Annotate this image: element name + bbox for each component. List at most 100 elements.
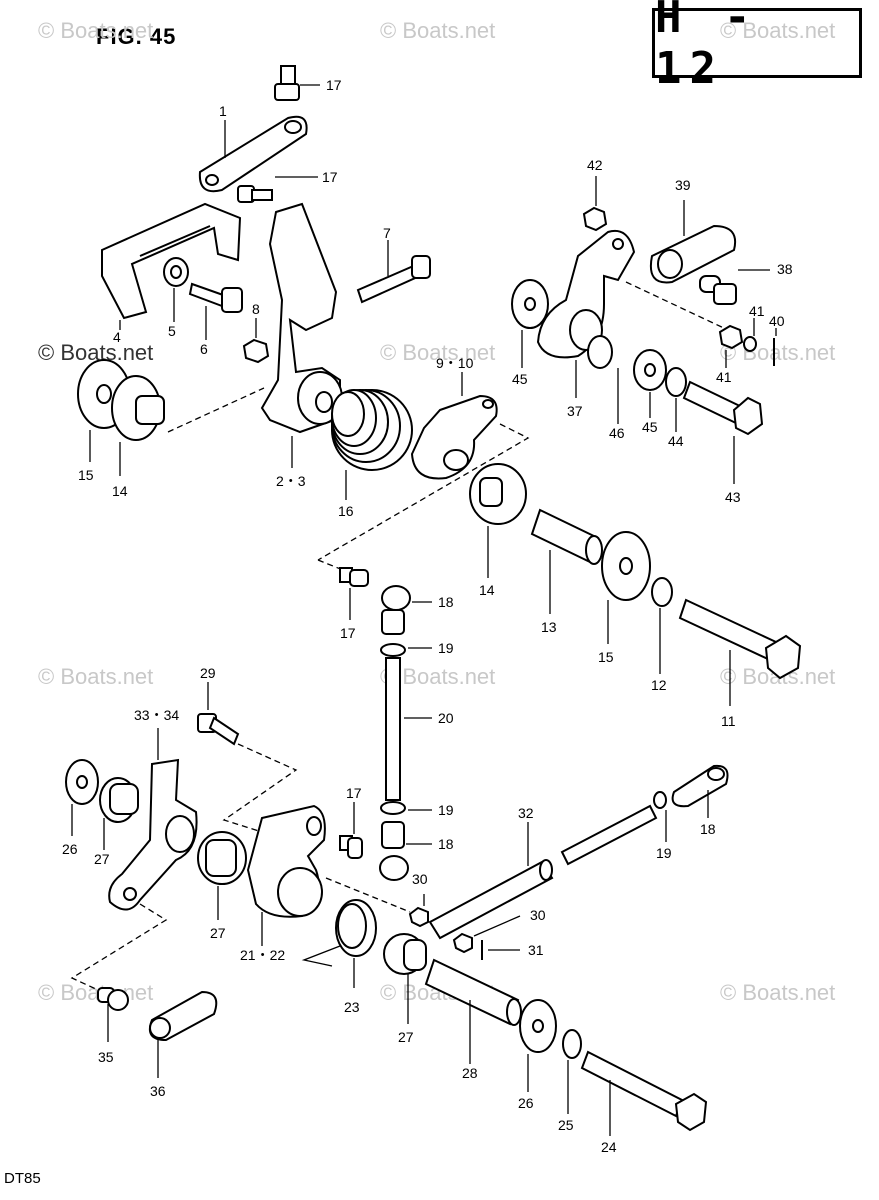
callout: 30 [412, 871, 428, 887]
bolt-7 [356, 240, 431, 304]
callout: 18 [438, 594, 454, 610]
callout: 39 [675, 177, 691, 193]
callout: 12 [651, 677, 667, 693]
callout: 17 [326, 77, 342, 93]
pin-40 [773, 328, 777, 366]
callout: 23 [344, 999, 360, 1015]
ball-stud-35 [97, 987, 129, 1042]
callout: 17 [340, 625, 356, 641]
callout: 21・22 [240, 947, 285, 963]
bracket-4 [101, 202, 242, 330]
model-code: DT85 [4, 1170, 41, 1187]
washer-45-upper [511, 279, 549, 368]
callout: 2・3 [276, 473, 306, 489]
callout: 9・10 [436, 355, 474, 371]
nut-30-upper [408, 894, 429, 928]
callout: 13 [541, 619, 557, 635]
rod-end-36 [148, 990, 218, 1078]
callout: 35 [98, 1049, 114, 1065]
callout: 36 [150, 1083, 166, 1099]
bolt-17-small [339, 802, 363, 859]
throttle-lever-2-3 [260, 202, 343, 468]
callout: 44 [668, 433, 684, 449]
washer-15-right [601, 531, 651, 644]
watermark: © Boats.net [380, 18, 496, 43]
tube-32 [428, 822, 554, 940]
callout: 46 [609, 425, 625, 441]
rod-end-18-right [671, 764, 729, 818]
nut-19-bottom [380, 801, 432, 815]
callout: 42 [587, 157, 603, 173]
callout-labels: 17 1 17 7 4 5 6 8 15 14 2・3 16 9・10 42 3… [62, 77, 793, 1155]
spring-16 [331, 389, 413, 500]
washer-5 [163, 257, 189, 322]
callout: 45 [642, 419, 658, 435]
callout: 37 [567, 403, 583, 419]
callout: 29 [200, 665, 216, 681]
spring-23 [301, 899, 377, 988]
nut-8 [242, 318, 270, 364]
callout: 16 [338, 503, 354, 519]
callout: 15 [598, 649, 614, 665]
callout: 18 [700, 821, 716, 837]
bushing-27-mid [197, 831, 247, 920]
callout: 17 [346, 785, 362, 801]
callout: 28 [462, 1065, 478, 1081]
callout: 27 [94, 851, 110, 867]
callout: 27 [398, 1029, 414, 1045]
callout: 5 [168, 323, 176, 339]
link-rod-1 [198, 115, 308, 193]
sleeve-13 [530, 508, 603, 614]
nut-30-lower [452, 915, 521, 954]
bushing-14-left [111, 375, 165, 476]
callout: 26 [518, 1095, 534, 1111]
washer-12 [651, 577, 673, 674]
bolt-43 [682, 380, 764, 484]
bolt-17-lower [339, 567, 369, 620]
callout: 19 [438, 802, 454, 818]
lever-33-34 [108, 728, 198, 911]
bushing-27-right [383, 933, 427, 1024]
watermark: © Boats.net [38, 664, 154, 689]
callout: 40 [769, 313, 785, 329]
callout: 20 [438, 710, 454, 726]
lever-37 [536, 230, 636, 398]
callout: 27 [210, 925, 226, 941]
callout: 25 [558, 1117, 574, 1133]
callout: 19 [656, 845, 672, 861]
callout: 7 [383, 225, 391, 241]
nut-19-top [380, 643, 432, 657]
callout: 32 [518, 805, 534, 821]
washer-41 [743, 318, 757, 352]
callout: 30 [530, 907, 546, 923]
bolt-17-top [274, 65, 320, 101]
callout: 19 [438, 640, 454, 656]
washer-25 [562, 1029, 582, 1114]
bushing-27-left [99, 777, 139, 850]
pin-31 [481, 940, 520, 960]
watermark: © Boats.net [720, 980, 836, 1005]
callout: 31 [528, 942, 544, 958]
callout: 8 [252, 301, 260, 317]
washer-45-lower [633, 349, 667, 418]
callout: 33・34 [134, 707, 179, 723]
bushing-46 [587, 335, 619, 424]
callout: 41 [716, 369, 732, 385]
washer-44 [665, 367, 687, 432]
watermark: © Boats.net [720, 18, 836, 43]
rod-end-18-top [381, 585, 432, 635]
callout: 1 [219, 103, 227, 119]
callout: 11 [721, 713, 736, 729]
bolt-24 [580, 1050, 708, 1136]
page-code-box: H - 12 [652, 0, 862, 94]
bushing-14-mid [469, 463, 527, 578]
bolt-29 [197, 682, 240, 746]
callout: 14 [112, 483, 128, 499]
callout: 26 [62, 841, 78, 857]
callout: 4 [113, 329, 121, 345]
watermark: © Boats.net [38, 980, 154, 1005]
rod-20 [385, 657, 432, 801]
callout: 38 [777, 261, 793, 277]
watermark: © Boats.net [380, 340, 496, 365]
